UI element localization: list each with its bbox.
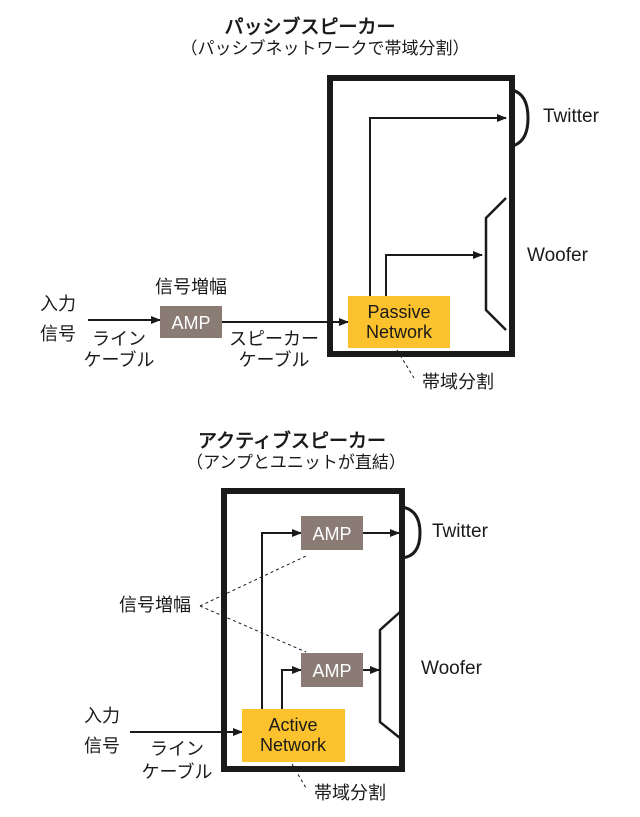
passive-woofer-label: Woofer — [527, 245, 589, 266]
passive-network-label-1: Passive — [367, 302, 430, 322]
passive-input-label-1: 入力 — [40, 294, 76, 315]
passive-woofer-unit — [484, 197, 507, 331]
passive-speaker-cable-label-2: ケーブル — [239, 349, 310, 371]
active-amp-caption: 信号増幅 — [119, 595, 191, 616]
active-amp-leader-bottom — [199, 605, 307, 653]
active-bottom-amp-label: AMP — [312, 661, 351, 681]
passive-tweeter-unit — [511, 88, 530, 148]
active-title: アクティブスピーカー — [198, 429, 386, 452]
active-top-amp-box — [301, 516, 363, 550]
active-band-split-leader — [291, 763, 307, 789]
active-subtitle: （アンプとユニットが直結） — [186, 453, 406, 473]
active-speaker-section: アクティブスピーカー （アンプとユニットが直結） Active Network … — [84, 429, 489, 804]
active-woofer-unit — [378, 611, 401, 739]
passive-network-label-2: Network — [366, 322, 433, 342]
active-enclosure — [221, 488, 405, 772]
passive-amp-box — [160, 306, 222, 338]
active-band-split-label: 帯域分割 — [314, 783, 386, 804]
active-line-cable-label-2: ケーブル — [142, 761, 213, 783]
active-woofer-label: Woofer — [421, 658, 483, 679]
passive-woofer-path — [385, 251, 483, 296]
active-input-label-1: 入力 — [84, 706, 120, 727]
passive-amp-caption: 信号増幅 — [155, 277, 227, 298]
passive-speaker-cable-label-1: スピーカー — [229, 329, 319, 350]
passive-network-box — [348, 296, 450, 348]
passive-line-cable-label-1: ライン — [92, 329, 146, 350]
active-tweeter-label: Twitter — [432, 521, 489, 542]
active-top-amp-path — [261, 529, 302, 709]
active-network-label-1: Active — [268, 715, 317, 735]
active-input-label-2: 信号 — [84, 736, 120, 757]
passive-tweeter-path — [369, 114, 507, 296]
active-network-box — [242, 709, 345, 762]
active-tweeter-unit — [401, 505, 422, 560]
active-bottom-amp-path — [281, 666, 302, 709]
passive-amp-label: AMP — [171, 313, 210, 333]
active-top-amp-label: AMP — [312, 524, 351, 544]
passive-band-split-label: 帯域分割 — [422, 372, 494, 393]
passive-speaker-section: パッシブスピーカー （パッシブネットワークで帯域分割） AMP Passive … — [40, 15, 600, 393]
passive-line-cable-label-2: ケーブル — [84, 349, 155, 371]
passive-enclosure — [327, 75, 515, 357]
active-network-label-2: Network — [260, 735, 327, 755]
active-amp-leader-top — [199, 555, 307, 607]
active-line-cable-label-1: ライン — [150, 739, 204, 760]
passive-title: パッシブスピーカー — [224, 15, 395, 38]
passive-tweeter-label: Twitter — [543, 106, 600, 127]
active-bottom-amp-box — [301, 653, 363, 687]
passive-subtitle: （パッシブネットワークで帯域分割） — [181, 38, 470, 59]
passive-input-label-2: 信号 — [40, 324, 76, 345]
